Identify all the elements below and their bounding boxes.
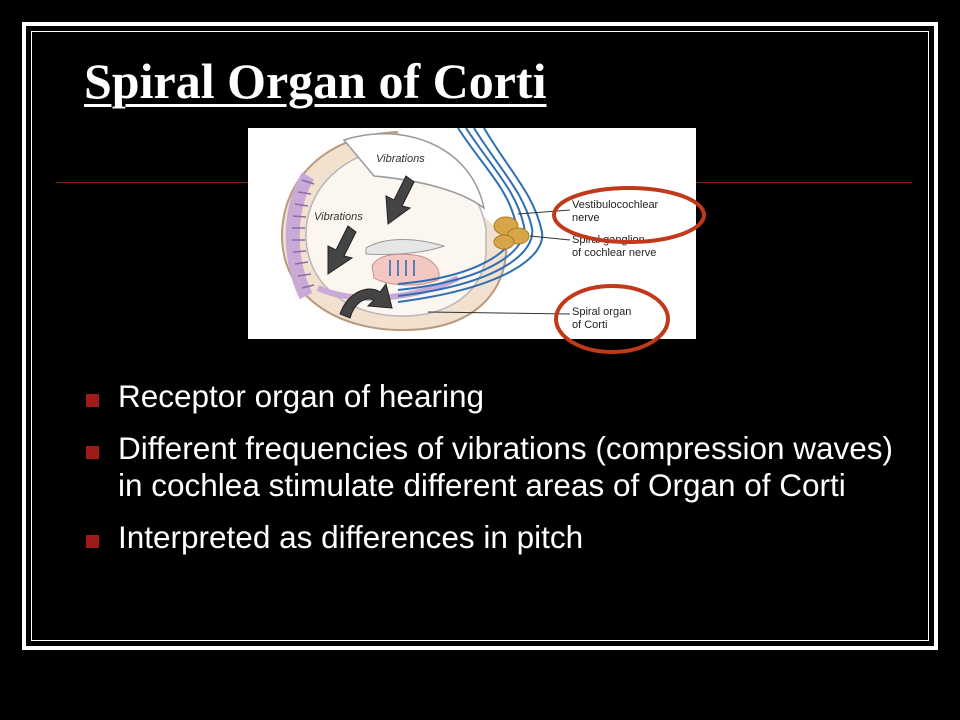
organ-label-line1: Spiral organ [572,306,631,318]
highlight-circle-nerve [552,186,706,244]
accent-rule-left [56,182,248,183]
bullet-text: Different frequencies of vibrations (com… [118,430,894,503]
spiral-ganglion [493,216,530,250]
return-arrow [339,282,393,319]
cochlea-cross-section-diagram: Vibrations Vibrations Vestibulocochlear … [248,127,706,354]
spiral-ligament [285,172,315,300]
nerve-label-line2: nerve [572,212,600,224]
bullet-list: Receptor organ of hearing Different freq… [84,378,924,571]
bullet-item: Interpreted as differences in pitch [84,519,924,556]
bullet-item: Different frequencies of vibrations (com… [84,430,924,504]
ganglion-label-line2: of cochlear nerve [572,247,656,259]
vibration-arrow-bottom [327,225,357,275]
slide-frame-inner [31,31,929,641]
vibration-arrow-top [385,175,415,225]
slide-title: Spiral Organ of Corti [84,53,547,109]
vibrations-label-bottom: Vibrations [314,211,363,223]
bullet-square-icon [86,446,99,459]
bullet-item: Receptor organ of hearing [84,378,924,415]
bullet-text: Interpreted as differences in pitch [118,519,584,555]
cochlea-illustration: Vibrations Vibrations Vestibulocochlear … [280,127,706,354]
bullet-text: Receptor organ of hearing [118,378,484,414]
bullet-square-icon [86,535,99,548]
accent-rule-right [696,182,912,183]
vibrations-label-top: Vibrations [376,153,425,165]
bullet-square-icon [86,394,99,407]
leader-lines [427,209,571,315]
hair-cells [389,260,415,276]
tectorial-membrane [365,239,446,255]
nerve-label-line1: Vestibulocochlear [572,199,659,211]
organ-label-line2: of Corti [572,319,607,331]
slide-frame-outer [22,22,938,650]
highlight-circle-organ [554,284,670,354]
